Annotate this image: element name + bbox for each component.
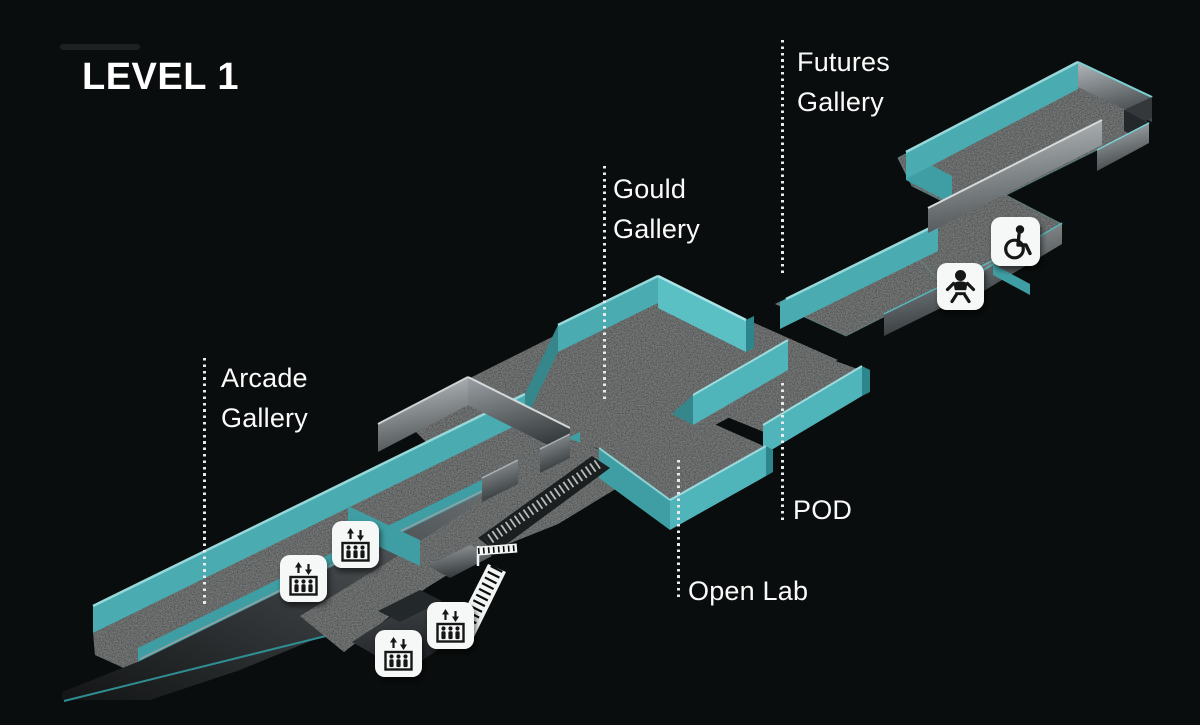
label-futures-gallery: Futures Gallery <box>797 42 890 122</box>
elevator-icon-1[interactable] <box>332 521 379 568</box>
leader-line-arcade <box>203 358 206 607</box>
label-line: Arcade <box>221 363 308 393</box>
artifact-smudge <box>60 44 140 50</box>
wheelchair-accessible-icon[interactable] <box>991 217 1040 266</box>
label-line: Open Lab <box>688 576 809 606</box>
leader-line-pod <box>781 383 784 522</box>
label-line: POD <box>793 495 853 525</box>
page-title: LEVEL 1 <box>82 56 239 98</box>
arcade-room-walls <box>377 376 571 502</box>
label-line: Gallery <box>221 403 308 433</box>
elevator-icon-2[interactable] <box>280 555 327 602</box>
ramp-hatching <box>478 456 610 552</box>
label-line: Gallery <box>613 214 700 244</box>
label-line: Gould <box>613 174 687 204</box>
pod-floor <box>690 344 866 432</box>
label-line: Gallery <box>797 87 884 117</box>
perimeter-walls <box>92 60 1153 633</box>
pod-room <box>672 339 870 455</box>
leader-line-open-lab <box>677 460 680 597</box>
leader-line-futures <box>781 40 784 273</box>
label-open-lab: Open Lab <box>688 571 808 611</box>
label-arcade-gallery: Arcade Gallery <box>221 358 308 438</box>
open-lab-room <box>598 445 773 530</box>
label-gould-gallery: Gould Gallery <box>613 169 700 249</box>
leader-line-gould <box>603 166 606 399</box>
elevator-icon-4[interactable] <box>375 630 422 677</box>
elevator-icon-3[interactable] <box>427 602 474 649</box>
label-line: Futures <box>797 47 890 77</box>
label-pod: POD <box>793 490 852 530</box>
baby-change-icon[interactable] <box>937 263 984 310</box>
